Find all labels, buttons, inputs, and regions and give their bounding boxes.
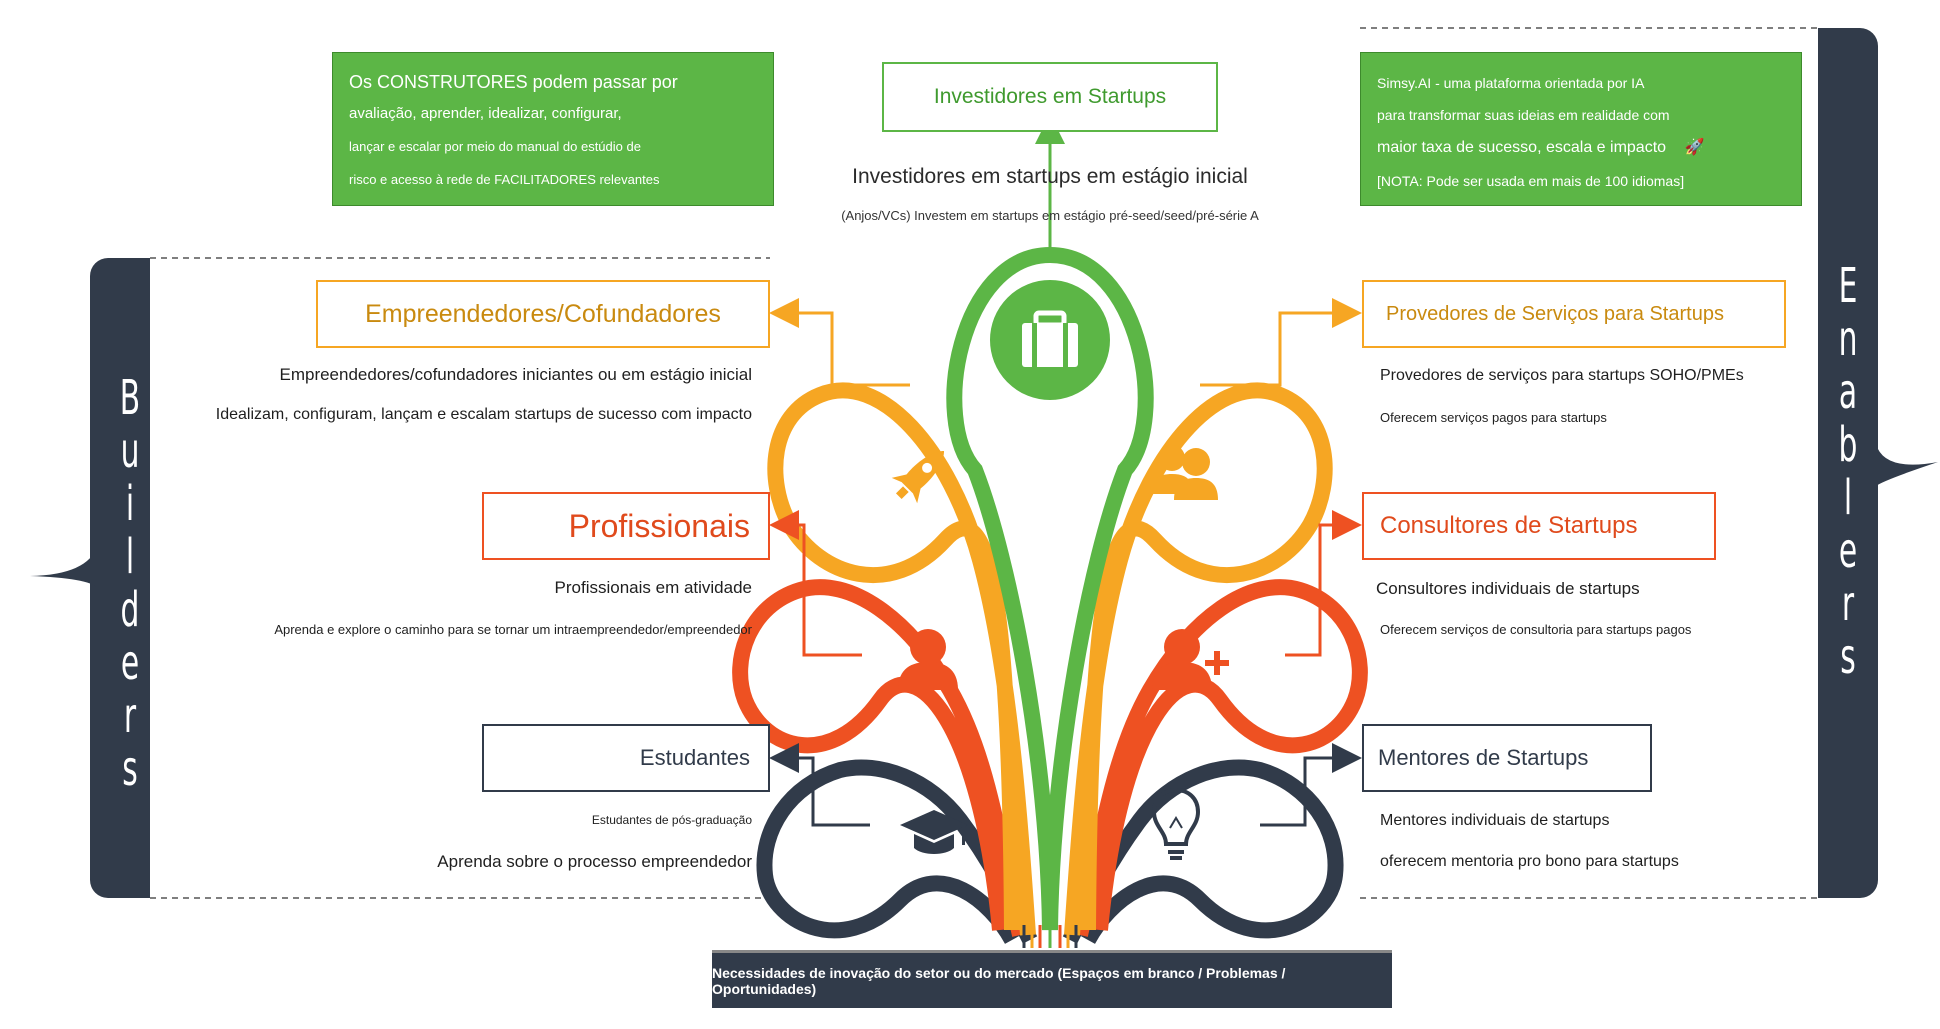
builders-letter: l xyxy=(125,529,135,585)
providers-line1: Provedores de serviços para startups SOH… xyxy=(1380,367,1744,384)
consultants-title-box[interactable]: Consultores de Startups xyxy=(1362,492,1716,560)
entrepreneurs-title: Empreendedores/Cofundadores xyxy=(365,299,721,328)
rocket-icon xyxy=(891,450,945,504)
innovation-needs-text: Necessidades de inovação do setor ou do … xyxy=(712,964,1286,997)
group-icon xyxy=(1150,445,1218,500)
providers-title: Provedores de Serviços para Startups xyxy=(1386,302,1724,325)
mentors-connector xyxy=(1260,743,1362,827)
mentors-title: Mentores de Startups xyxy=(1378,745,1589,770)
builders-letter: r xyxy=(123,688,137,744)
add-person-icon xyxy=(1152,629,1229,690)
lightbulb-icon xyxy=(1151,787,1201,860)
simsy-note-line: Simsy.AI - uma plataforma orientada por … xyxy=(1377,75,1645,91)
enablers-letter: b xyxy=(1838,417,1858,473)
entrepreneurs-title-box[interactable]: Empreendedores/Cofundadores xyxy=(316,280,770,348)
enablers-brace-notch xyxy=(1876,444,1938,486)
enablers-letter: l xyxy=(1843,470,1853,526)
enablers-letter: a xyxy=(1838,364,1858,420)
investors-title: Investidores em Startups xyxy=(933,85,1167,108)
builders-letter: i xyxy=(125,476,135,532)
mentors-title-box[interactable]: Mentores de Startups xyxy=(1362,724,1652,792)
dashed-frame-lines xyxy=(150,27,1818,899)
consultants-connector xyxy=(1285,510,1362,657)
builders-note-line: Os CONSTRUTORES podem passar por xyxy=(349,72,678,92)
builders-letter: e xyxy=(120,635,140,691)
builders-letter: u xyxy=(120,423,140,479)
simsy-note-line-text: maior taxa de sucesso, escala e impacto xyxy=(1377,139,1667,156)
professionals-line2: Aprenda e explore o caminho para se torn… xyxy=(274,622,752,637)
builders-note-line: avaliação, aprender, idealizar, configur… xyxy=(349,105,622,122)
providers-line2: Oferecem serviços pagos para startups xyxy=(1380,410,1607,425)
innovation-needs-bar: Necessidades de inovação do setor ou do … xyxy=(712,950,1392,1008)
briefcase-icon xyxy=(1022,310,1078,367)
simsy-note-line: maior taxa de sucesso, escala e impacto … xyxy=(1377,131,1785,165)
builders-note-line: lançar e escalar por meio do manual do e… xyxy=(349,139,641,154)
rocket-emoji-icon: 🚀 xyxy=(1684,139,1705,156)
students-connector xyxy=(769,743,870,827)
professionals-line1: Profissionais em atividade xyxy=(554,578,752,597)
investors-title-box[interactable]: Investidores em Startups xyxy=(882,62,1218,132)
students-line2: Aprenda sobre o processo empreendedor xyxy=(437,852,752,871)
builders-letter: d xyxy=(120,582,140,638)
simsy-note-line: [NOTA: Pode ser usada em mais de 100 idi… xyxy=(1377,173,1685,189)
entrepreneurs-connector xyxy=(769,298,910,387)
investors-subtitle: Investidores em startups em estágio inic… xyxy=(852,165,1248,188)
graduation-cap-icon xyxy=(900,810,968,854)
mentors-line1: Mentores individuais de startups xyxy=(1380,812,1610,829)
enablers-letter: n xyxy=(1838,311,1858,367)
builders-letter: B xyxy=(119,370,141,426)
entrepreneurs-line2: Idealizam, configuram, lançam e escalam … xyxy=(215,406,752,423)
entrepreneurs-pod xyxy=(767,382,1036,936)
mentors-line2: oferecem mentoria pro bono para startups xyxy=(1380,853,1679,870)
builders-letter: s xyxy=(122,741,138,797)
enablers-rail xyxy=(1818,28,1878,898)
students-line1: Estudantes de pós-graduação xyxy=(591,813,752,827)
consultants-line1: Consultores individuais de startups xyxy=(1376,579,1640,598)
simsy-note: Simsy.AI - uma plataforma orientada por … xyxy=(1360,52,1802,206)
enablers-letter: r xyxy=(1841,576,1855,632)
builders-note-line: risco e acesso à rede de FACILITADORES r… xyxy=(349,172,660,187)
students-title: Estudantes xyxy=(639,745,750,770)
builders-rail xyxy=(90,258,150,898)
professionals-title-box[interactable]: Profissionais xyxy=(482,492,770,560)
providers-pod xyxy=(1064,382,1333,936)
enablers-letter: E xyxy=(1838,258,1858,314)
professionals-title: Profissionais xyxy=(568,507,750,544)
builders-brace-notch xyxy=(30,545,98,588)
investors-desc: (Anjos/VCs) Investem em startups em está… xyxy=(841,208,1259,223)
entrepreneurs-line1: Empreendedores/cofundadores iniciantes o… xyxy=(279,365,752,384)
consultants-title: Consultores de Startups xyxy=(1380,512,1638,539)
providers-title-box[interactable]: Provedores de Serviços para Startups xyxy=(1362,280,1786,348)
enablers-letter: s xyxy=(1840,629,1856,685)
person-icon xyxy=(898,629,958,690)
providers-connector xyxy=(1200,298,1362,387)
students-title-box[interactable]: Estudantes xyxy=(482,724,770,792)
enablers-letter: e xyxy=(1838,523,1858,579)
mentors-pod xyxy=(1062,759,1344,945)
consultants-line2: Oferecem serviços de consultoria para st… xyxy=(1380,622,1692,637)
professionals-connector xyxy=(769,510,862,657)
root-lines xyxy=(1022,925,1078,948)
builders-note: Os CONSTRUTORES podem passar por avaliaç… xyxy=(332,52,774,206)
simsy-note-line: para transformar suas ideias em realidad… xyxy=(1377,107,1670,123)
